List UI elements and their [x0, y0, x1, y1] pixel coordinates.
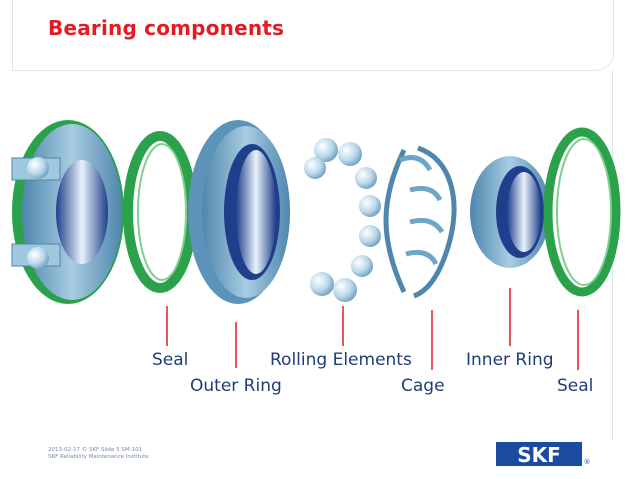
label-seal-left: Seal: [152, 350, 189, 370]
skf-logo: SKF ®: [496, 442, 591, 467]
footer-line-1: 2013-02-17 © SKF Slide 5 SM-101: [48, 447, 143, 453]
ball: [359, 195, 381, 217]
outer-ring-part: [188, 120, 290, 304]
seal-right-part: [543, 127, 621, 297]
label-cage: Cage: [401, 376, 445, 396]
label-outer-ring: Outer Ring: [190, 376, 282, 396]
footer-line-2: SKF Reliability Maintenance Institute: [48, 454, 149, 460]
footer: 2013-02-17 © SKF Slide 5 SM-101 SKF Reli…: [48, 447, 149, 461]
label-rolling-elements: Rolling Elements: [270, 350, 412, 370]
logo-text: SKF: [517, 443, 561, 467]
assembled-bearing: [11, 120, 124, 304]
cage-part: [383, 145, 457, 299]
ball: [338, 142, 362, 166]
page-title: Bearing components: [48, 16, 285, 40]
ball: [355, 167, 377, 189]
ball: [310, 272, 334, 296]
assembled-ball-bottom: [27, 247, 49, 269]
ball: [351, 255, 373, 277]
assembled-bore: [56, 160, 108, 264]
inner-ring-part: [470, 156, 550, 268]
header-frame: [12, 0, 614, 71]
ball: [304, 157, 326, 179]
label-inner-ring: Inner Ring: [466, 350, 554, 370]
label-seal-right: Seal: [557, 376, 594, 396]
assembled-ball-top: [27, 157, 49, 179]
ball: [359, 225, 381, 247]
logo-registered-mark: ®: [584, 458, 591, 466]
seal-left-part: [123, 131, 197, 293]
leader-lines: [166, 288, 579, 370]
rolling-elements-part: [304, 138, 381, 302]
ball: [314, 138, 338, 162]
ball: [333, 278, 357, 302]
